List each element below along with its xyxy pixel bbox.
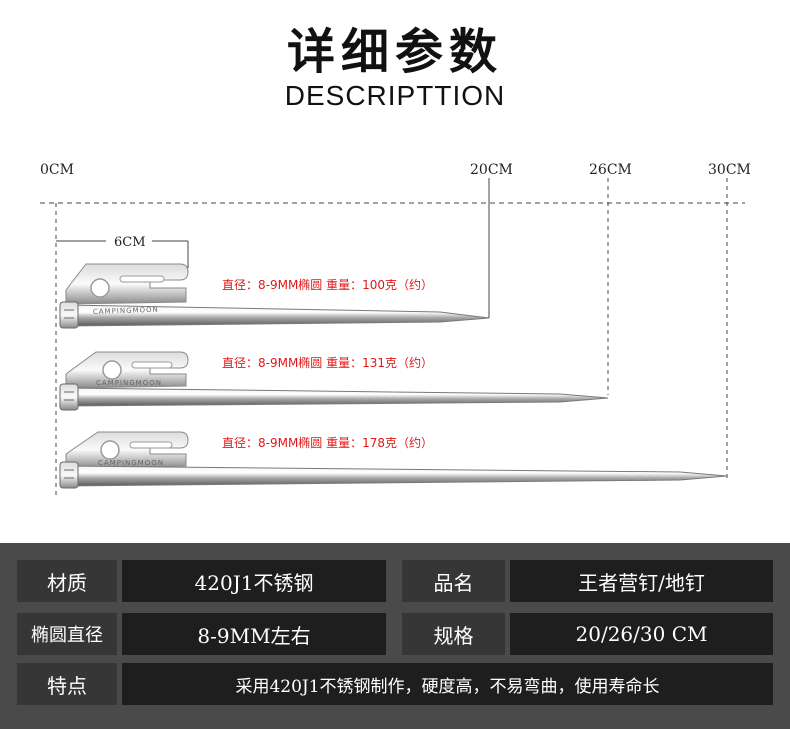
ruler-mark-20: 20CM	[470, 162, 513, 178]
page-title: 详细参数	[286, 24, 503, 80]
stake-diagram: 6CM CAMPINGMOON 直径：8-9MM椭圆 重量：100克（约） CA…	[40, 178, 745, 495]
stake-30-spec: 直径：8-9MM椭圆 重量：178克（约）	[222, 435, 433, 450]
stake-30-brand: CAMPINGMOON	[98, 459, 164, 467]
diameter-value: 8-9MM左右	[122, 613, 386, 655]
stake-26-brand: CAMPINGMOON	[96, 379, 162, 387]
diameter-label: 椭圆直径	[17, 613, 117, 655]
ruler-mark-0: 0CM	[40, 162, 74, 178]
spec-table: 材质 420J1不锈钢 品名 王者营钉/地钉 椭圆直径 8-9MM左右 规格 2…	[0, 543, 790, 729]
name-value: 王者营钉/地钉	[510, 560, 773, 602]
stake-30cm: CAMPINGMOON	[59, 431, 728, 489]
page-subtitle: DESCRIPTTION	[284, 80, 506, 111]
stake-26-spec: 直径：8-9MM椭圆 重量：131克（约）	[222, 355, 433, 370]
name-label: 品名	[402, 560, 505, 602]
ruler-mark-26: 26CM	[589, 162, 632, 178]
feature-value: 采用420J1不锈钢制作，硬度高，不易弯曲，使用寿命长	[122, 663, 773, 705]
feature-label: 特点	[17, 663, 117, 705]
size-label: 规格	[402, 613, 505, 655]
ruler-mark-30: 30CM	[708, 162, 751, 178]
stake-26cm: CAMPINGMOON	[59, 351, 609, 411]
stake-20-brand: CAMPINGMOON	[93, 306, 159, 316]
stake-20-spec: 直径：8-9MM椭圆 重量：100克（约）	[222, 277, 433, 292]
material-label: 材质	[17, 560, 117, 602]
head-width-label: 6CM	[114, 235, 146, 250]
material-value: 420J1不锈钢	[122, 560, 386, 602]
stake-20cm: CAMPINGMOON	[59, 263, 490, 329]
size-value: 20/26/30 CM	[510, 613, 773, 655]
